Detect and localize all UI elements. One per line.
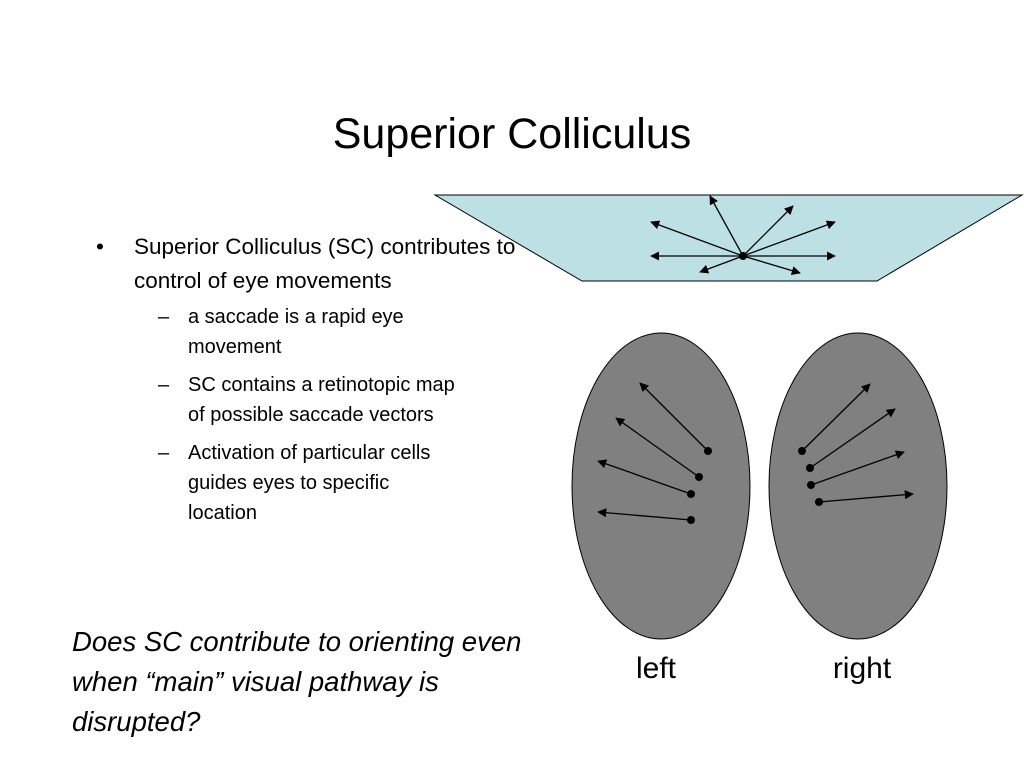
- sub-bullet-text: a saccade is a rapid eye movement: [188, 306, 404, 358]
- slide-title: Superior Colliculus: [332, 110, 692, 158]
- visual-field-vector: [742, 220, 836, 257]
- left-colliculus-cell-dot: [687, 490, 695, 498]
- right-colliculus-cell-dot: [806, 464, 814, 472]
- sub-bullet-text: SC contains a retinotopic map of possibl…: [188, 374, 455, 426]
- left-colliculus-vector: [597, 508, 692, 521]
- bullet-list: • Superior Colliculus (SC) contributes t…: [96, 230, 516, 536]
- right-colliculus-ellipse: [768, 332, 948, 640]
- left-colliculus-vector: [639, 382, 709, 452]
- left-colliculus: [571, 332, 751, 640]
- sub-bullet-item: – SC contains a retinotopic map of possi…: [134, 370, 458, 430]
- visual-field-trapezoid: [433, 194, 1024, 282]
- sub-bullet-item: – Activation of particular cells guides …: [134, 438, 458, 528]
- visual-field-vector: [699, 255, 744, 274]
- right-colliculus-vector: [810, 450, 905, 486]
- right-label: right: [833, 652, 892, 685]
- right-colliculus-vector: [818, 490, 914, 503]
- sub-bullet-marker: –: [158, 306, 170, 328]
- question-text: Does SC contribute to orienting even whe…: [72, 626, 522, 737]
- right-colliculus-cell-dot: [807, 481, 815, 489]
- right-colliculus-vector: [801, 383, 871, 452]
- right-colliculus-cell-dot: [798, 447, 806, 455]
- left-colliculus-vector: [615, 417, 700, 478]
- left-label: left: [636, 652, 677, 685]
- bullet-marker: •: [96, 234, 104, 259]
- sub-bullet-item: – a saccade is a rapid eye movement: [134, 302, 458, 362]
- bullet-text: Superior Colliculus (SC) contributes to …: [134, 234, 516, 293]
- left-colliculus-cell-dot: [704, 447, 712, 455]
- visual-field-vector: [742, 255, 801, 276]
- sub-bullet-list: – a saccade is a rapid eye movement – SC…: [134, 302, 516, 528]
- right-colliculus: [768, 332, 948, 640]
- left-colliculus-vector: [597, 459, 692, 495]
- sub-bullet-text: Activation of particular cells guides ey…: [188, 442, 431, 524]
- left-colliculus-cell-dot: [695, 473, 703, 481]
- right-colliculus-cell-dot: [815, 498, 823, 506]
- visual-field-vector-group: [650, 195, 836, 276]
- right-colliculus-vector: [809, 408, 896, 469]
- visual-field-vector: [709, 195, 744, 257]
- sub-bullet-marker: –: [158, 374, 170, 396]
- visual-field-center-dot: [739, 252, 747, 260]
- left-colliculus-ellipse: [571, 332, 751, 640]
- left-colliculus-cell-dot: [687, 516, 695, 524]
- sub-bullet-marker: –: [158, 442, 170, 464]
- visual-field-vector: [650, 220, 744, 257]
- visual-field-vector: [742, 205, 794, 257]
- bullet-item: • Superior Colliculus (SC) contributes t…: [96, 230, 516, 528]
